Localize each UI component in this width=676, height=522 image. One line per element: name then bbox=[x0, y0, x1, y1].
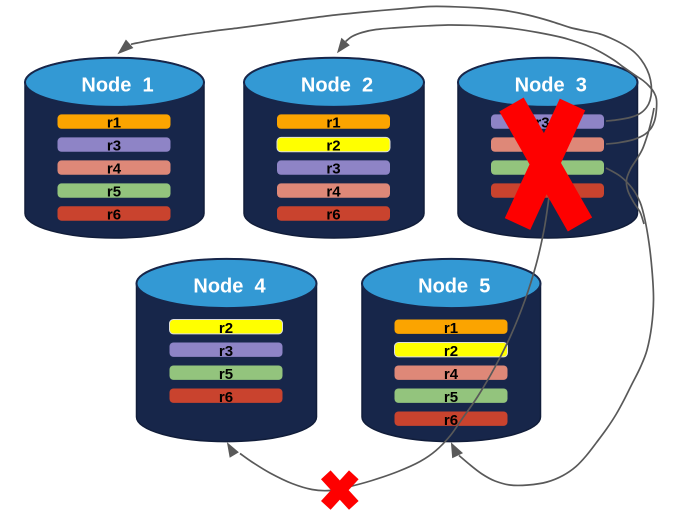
svg-text:r6: r6 bbox=[444, 412, 458, 429]
svg-text:r5: r5 bbox=[107, 184, 121, 201]
svg-text:r2: r2 bbox=[444, 343, 458, 360]
svg-text:r6: r6 bbox=[107, 207, 121, 224]
svg-text:r4: r4 bbox=[444, 366, 459, 383]
svg-text:r2: r2 bbox=[326, 138, 340, 155]
svg-text:r4: r4 bbox=[326, 184, 341, 201]
svg-text:r3: r3 bbox=[107, 138, 121, 155]
svg-text:r5: r5 bbox=[444, 389, 458, 406]
svg-text:r2: r2 bbox=[219, 320, 233, 337]
svg-text:Node 2: Node 2 bbox=[301, 74, 373, 96]
svg-text:Node 5: Node 5 bbox=[418, 276, 490, 298]
svg-text:Node 4: Node 4 bbox=[193, 276, 266, 298]
svg-text:r3: r3 bbox=[219, 343, 233, 360]
svg-text:Node 1: Node 1 bbox=[81, 74, 153, 96]
svg-text:r4: r4 bbox=[107, 161, 122, 178]
svg-text:r6: r6 bbox=[219, 389, 233, 406]
svg-text:r3: r3 bbox=[326, 161, 340, 178]
svg-text:r6: r6 bbox=[326, 207, 340, 224]
svg-text:r5: r5 bbox=[219, 366, 233, 383]
svg-text:Node 3: Node 3 bbox=[515, 74, 587, 96]
svg-text:r1: r1 bbox=[444, 320, 458, 337]
svg-text:r1: r1 bbox=[326, 115, 340, 132]
svg-text:r1: r1 bbox=[107, 115, 121, 132]
